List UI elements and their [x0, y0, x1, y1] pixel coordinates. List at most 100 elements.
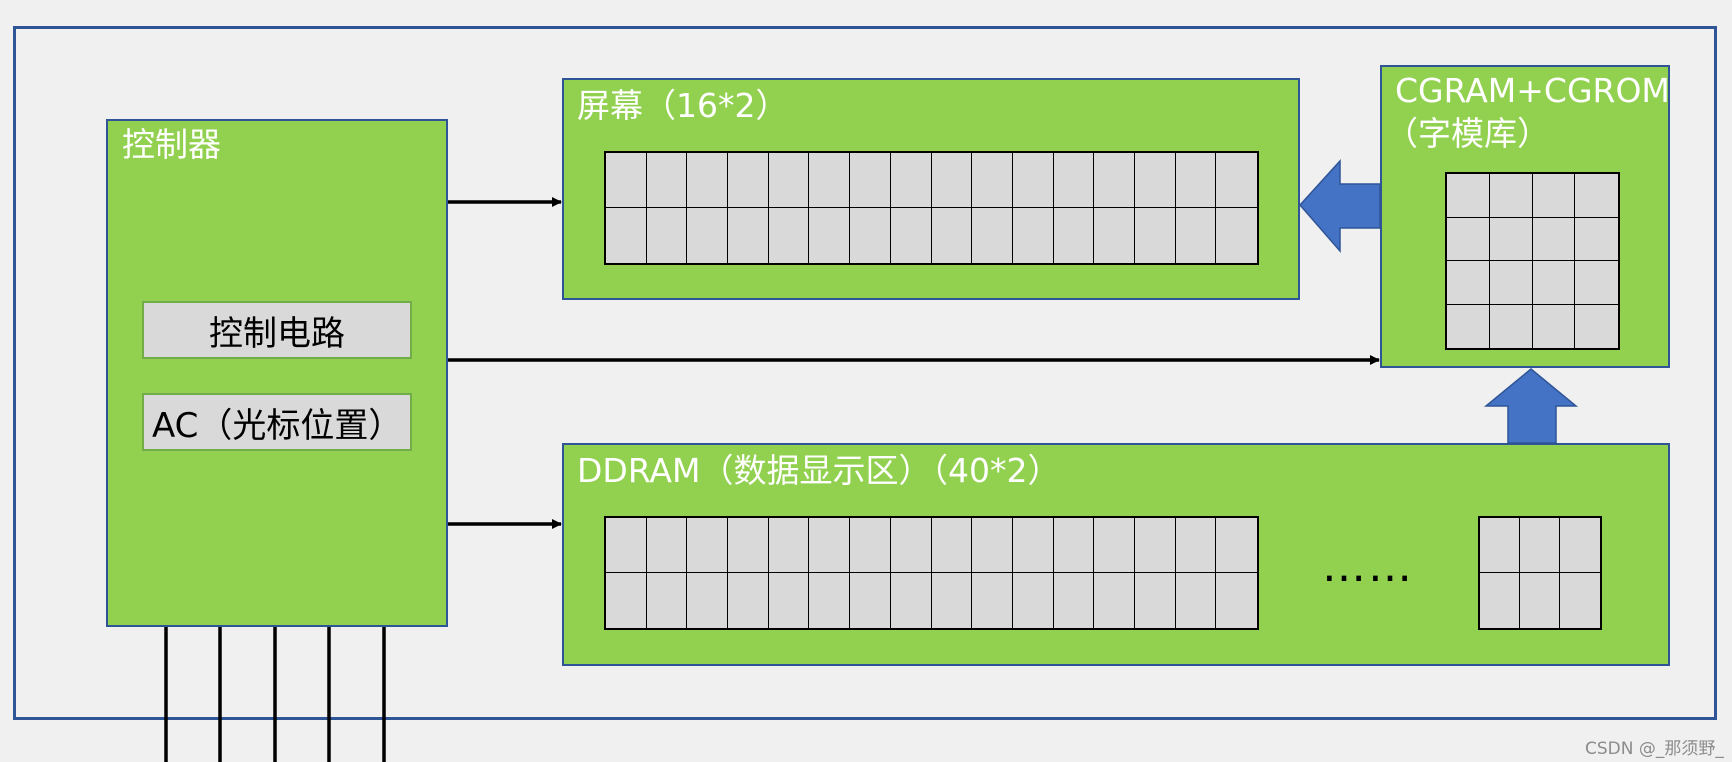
grid-cell — [931, 518, 973, 573]
grid-cell — [1533, 304, 1576, 348]
grid-cell — [1013, 208, 1054, 263]
grid-cell — [1176, 573, 1217, 628]
ddram-block: DDRAM（数据显示区）（40*2） …… — [562, 443, 1670, 666]
grid-cell — [769, 208, 810, 263]
watermark: CSDN @_那须野_ — [1585, 739, 1724, 759]
cgram-title-line2: （字模库） — [1385, 114, 1550, 153]
grid-cell — [606, 573, 647, 628]
grid-cell — [972, 153, 1013, 208]
grid-cell — [1480, 573, 1520, 628]
grid-cell — [1447, 261, 1490, 305]
grid-cell — [1175, 153, 1217, 208]
grid-cell — [769, 573, 810, 628]
grid-cell — [1489, 261, 1533, 305]
ddram-title: DDRAM（数据显示区）（40*2） — [577, 451, 1061, 490]
grid-cell — [1054, 208, 1095, 263]
grid-cell — [728, 153, 769, 208]
grid-cell — [809, 208, 851, 263]
grid-cell — [972, 518, 1013, 573]
grid-cell — [1094, 208, 1135, 263]
grid-cell — [1447, 304, 1490, 348]
grid-cell — [1094, 153, 1135, 208]
grid-cell — [606, 153, 647, 208]
grid-cell — [1560, 518, 1600, 573]
ddram-ellipsis: …… — [1322, 541, 1414, 592]
grid-cell — [647, 573, 688, 628]
screen-block: 屏幕（16*2） — [562, 78, 1300, 300]
grid-cell — [606, 208, 647, 263]
ddram-grid-tail — [1478, 516, 1602, 630]
grid-cell — [809, 153, 851, 208]
grid-cell — [932, 573, 973, 628]
grid-cell — [1480, 518, 1520, 573]
grid-cell — [728, 208, 769, 263]
grid-cell — [768, 153, 810, 208]
grid-cell — [1012, 153, 1054, 208]
grid-cell — [932, 208, 973, 263]
cgram-grid — [1445, 172, 1620, 350]
grid-cell — [850, 208, 891, 263]
grid-cell — [850, 518, 891, 573]
grid-cell — [1520, 518, 1560, 573]
controller-block: 控制器 控制电路 AC（光标位置） — [106, 119, 448, 627]
grid-cell — [768, 518, 810, 573]
grid-cell — [1532, 261, 1576, 305]
grid-cell — [1053, 153, 1095, 208]
grid-cell — [1176, 208, 1217, 263]
grid-cell — [1135, 573, 1176, 628]
grid-cell — [1134, 518, 1176, 573]
screen-grid — [604, 151, 1259, 265]
grid-cell — [687, 518, 729, 573]
grid-cell — [890, 518, 932, 573]
grid-cell — [1489, 174, 1533, 218]
grid-cell — [646, 153, 688, 208]
grid-cell — [687, 208, 729, 263]
cgram-title-line1: CGRAM+CGROM — [1395, 71, 1670, 110]
arrow-ddram-to-cgram — [1483, 368, 1579, 444]
grid-cell — [809, 518, 851, 573]
grid-cell — [647, 208, 688, 263]
diagram-frame — [13, 26, 1717, 720]
grid-cell — [1532, 174, 1576, 218]
grid-cell — [931, 153, 973, 208]
grid-cell — [1575, 174, 1618, 218]
cgram-block: CGRAM+CGROM （字模库） — [1380, 65, 1670, 368]
grid-cell — [1575, 261, 1618, 305]
grid-cell — [1053, 518, 1095, 573]
grid-cell — [1012, 518, 1054, 573]
grid-cell — [972, 208, 1013, 263]
grid-cell — [1054, 573, 1095, 628]
screen-title: 屏幕（16*2） — [577, 86, 789, 125]
grid-cell — [809, 573, 851, 628]
grid-cell — [687, 153, 729, 208]
grid-cell — [1135, 208, 1176, 263]
grid-cell — [1532, 217, 1576, 261]
grid-cell — [1489, 217, 1533, 261]
grid-cell — [1216, 518, 1257, 573]
grid-cell — [687, 573, 729, 628]
arrow-cgram-to-screen — [1298, 159, 1381, 254]
grid-cell — [1575, 218, 1618, 261]
controller-bus-lines — [164, 627, 386, 762]
grid-cell — [1520, 573, 1560, 628]
grid-cell — [728, 518, 769, 573]
grid-cell — [1094, 518, 1135, 573]
control-circuit-box: 控制电路 — [142, 301, 412, 359]
grid-cell — [891, 573, 932, 628]
grid-cell — [1094, 573, 1135, 628]
grid-cell — [850, 573, 891, 628]
grid-cell — [1447, 217, 1490, 261]
controller-title: 控制器 — [122, 125, 221, 164]
grid-cell — [1490, 304, 1533, 348]
grid-cell — [891, 208, 932, 263]
grid-cell — [1134, 153, 1176, 208]
grid-cell — [1175, 518, 1217, 573]
grid-cell — [728, 573, 769, 628]
grid-cell — [890, 153, 932, 208]
grid-cell — [646, 518, 688, 573]
grid-cell — [972, 573, 1013, 628]
grid-cell — [1013, 573, 1054, 628]
grid-cell — [1216, 153, 1257, 208]
grid-cell — [606, 518, 647, 573]
